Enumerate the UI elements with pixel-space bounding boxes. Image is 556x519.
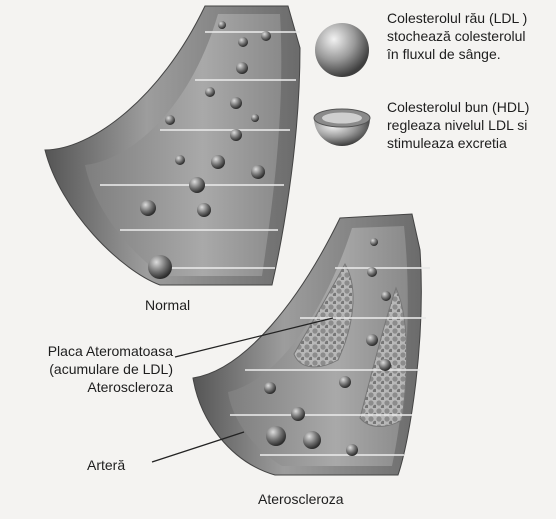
ldl-sphere [315, 23, 369, 77]
hdl-description: Colesterolul bun (HDL) regleaza nivelul … [387, 98, 529, 152]
hdl-sphere [314, 109, 370, 146]
normal-artery [45, 6, 300, 285]
normal-label: Normal [145, 296, 190, 314]
artery-label: Arteră [87, 456, 125, 474]
plaque-label: Placa Ateromatoasa (acumulare de LDL) At… [0, 342, 173, 396]
atherosclerosis-label: Ateroscleroza [258, 490, 344, 508]
ldl-description: Colesterolul rău (LDL ) stochează colest… [387, 9, 527, 63]
